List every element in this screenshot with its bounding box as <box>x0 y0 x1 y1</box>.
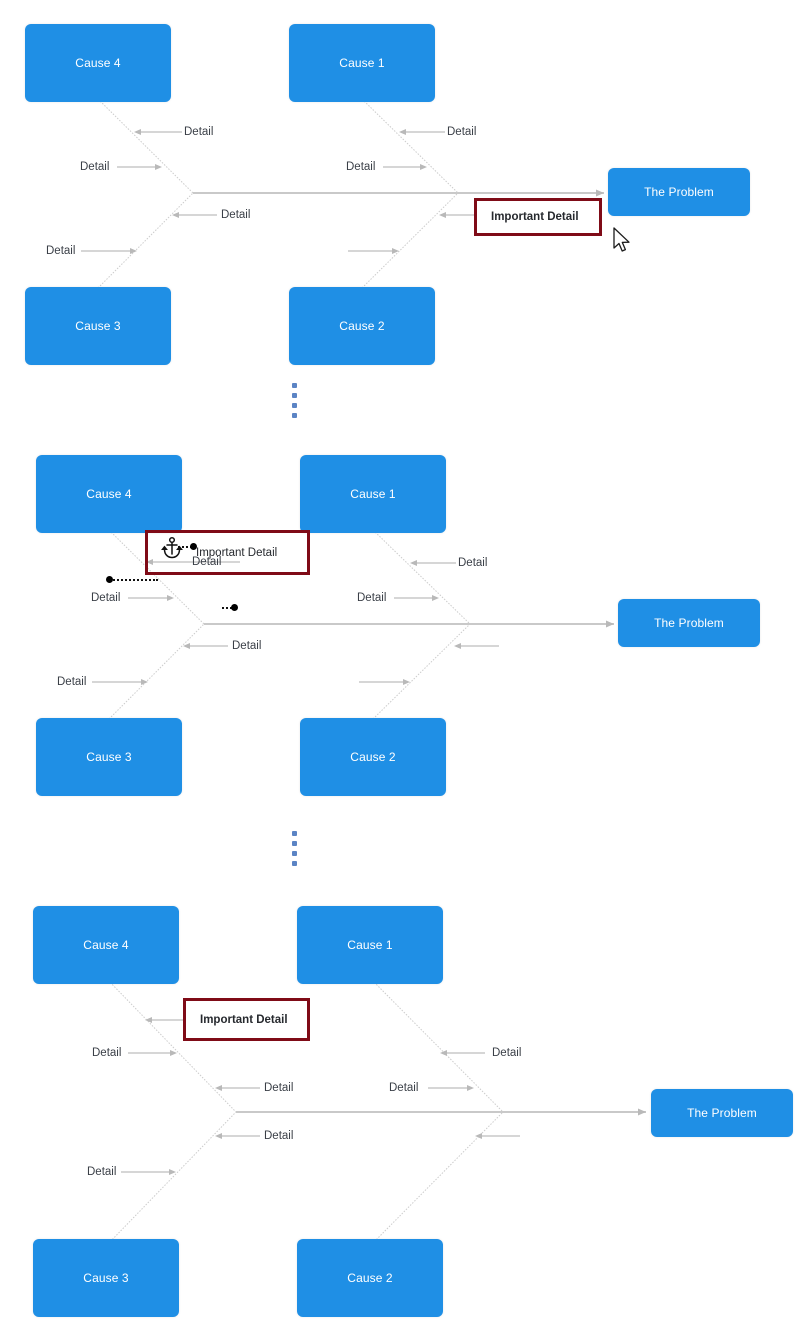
important-detail-label: Important Detail <box>196 546 278 559</box>
important-detail-label: Important Detail <box>200 1013 288 1026</box>
node-cause-2[interactable]: Cause 2 <box>289 287 435 365</box>
separator-dot <box>291 413 297 418</box>
node-label: Cause 2 <box>347 1271 393 1285</box>
separator-dot <box>291 861 297 866</box>
detail-label[interactable]: Detail <box>264 1082 294 1094</box>
node-label: Cause 1 <box>339 56 385 70</box>
detail-label[interactable]: Detail <box>492 1047 522 1059</box>
detail-label[interactable]: Detail <box>87 1166 117 1178</box>
node-cause-1[interactable]: Cause 1 <box>300 455 446 533</box>
separator-dot <box>291 383 297 388</box>
drag-handle-dot-source[interactable] <box>106 576 113 583</box>
node-label: Cause 3 <box>86 750 132 764</box>
detail-label[interactable]: Detail <box>447 126 477 138</box>
detail-label[interactable]: Detail <box>57 676 87 688</box>
detail-label[interactable]: Detail <box>92 1047 122 1059</box>
node-cause-3[interactable]: Cause 3 <box>36 718 182 796</box>
section-separator-1 <box>291 383 297 418</box>
separator-dot <box>291 831 297 836</box>
detail-label[interactable]: Detail <box>184 126 214 138</box>
node-label: Cause 4 <box>75 56 121 70</box>
section-separator-2 <box>291 831 297 866</box>
detail-label[interactable]: Detail <box>46 245 76 257</box>
node-label: Cause 1 <box>350 487 396 501</box>
node-cause-3[interactable]: Cause 3 <box>33 1239 179 1317</box>
detail-label[interactable]: Detail <box>232 640 262 652</box>
fishbone-section-before[interactable]: Cause 4 Cause 1 Cause 3 Cause 2 The Prob… <box>0 0 805 370</box>
node-cause-2[interactable]: Cause 2 <box>297 1239 443 1317</box>
fishbone-skeleton-before <box>81 98 604 289</box>
node-the-problem[interactable]: The Problem <box>651 1089 793 1137</box>
drag-connector-line <box>222 607 232 609</box>
node-label: The Problem <box>654 616 724 630</box>
drag-connector-line <box>178 546 192 548</box>
important-detail-label: Important Detail <box>491 211 579 223</box>
important-detail-callout[interactable]: Important Detail <box>183 998 310 1041</box>
node-label: Cause 2 <box>350 750 396 764</box>
detail-label[interactable]: Detail <box>346 161 376 173</box>
node-the-problem[interactable]: The Problem <box>608 168 750 216</box>
node-cause-2[interactable]: Cause 2 <box>300 718 446 796</box>
node-label: Cause 1 <box>347 938 393 952</box>
node-the-problem[interactable]: The Problem <box>618 599 760 647</box>
important-detail-callout-drag-preview[interactable]: Important Detail <box>145 530 310 575</box>
important-detail-callout[interactable]: Important Detail <box>474 198 602 236</box>
drag-handle-dot-anchor[interactable] <box>190 543 197 550</box>
detail-label[interactable]: Detail <box>192 556 222 568</box>
fishbone-skeleton-after <box>105 977 646 1247</box>
drag-handle-dot-target[interactable] <box>231 604 238 611</box>
node-cause-1[interactable]: Cause 1 <box>289 24 435 102</box>
node-label: Cause 3 <box>75 319 121 333</box>
detail-label[interactable]: Detail <box>357 592 387 604</box>
node-cause-4[interactable]: Cause 4 <box>36 455 182 533</box>
fishbone-section-dragging[interactable]: Cause 4 Cause 1 Cause 3 Cause 2 The Prob… <box>0 430 805 810</box>
detail-label[interactable]: Detail <box>80 161 110 173</box>
node-label: Cause 4 <box>83 938 129 952</box>
node-label: The Problem <box>687 1106 757 1120</box>
drag-connector-line <box>110 579 158 581</box>
fishbone-skeleton-dragging <box>92 529 614 720</box>
node-cause-3[interactable]: Cause 3 <box>25 287 171 365</box>
detail-label[interactable]: Detail <box>389 1082 419 1094</box>
fishbone-section-after[interactable]: Cause 4 Cause 1 Cause 3 Cause 2 The Prob… <box>0 890 805 1338</box>
node-label: Cause 2 <box>339 319 385 333</box>
separator-dot <box>291 393 297 398</box>
node-label: Cause 3 <box>83 1271 129 1285</box>
detail-label[interactable]: Detail <box>91 592 121 604</box>
node-cause-4[interactable]: Cause 4 <box>25 24 171 102</box>
separator-dot <box>291 851 297 856</box>
node-label: Cause 4 <box>86 487 132 501</box>
detail-label[interactable]: Detail <box>221 209 251 221</box>
node-cause-1[interactable]: Cause 1 <box>297 906 443 984</box>
detail-label[interactable]: Detail <box>458 557 488 569</box>
detail-label[interactable]: Detail <box>264 1130 294 1142</box>
separator-dot <box>291 841 297 846</box>
node-label: The Problem <box>644 185 714 199</box>
separator-dot <box>291 403 297 408</box>
node-cause-4[interactable]: Cause 4 <box>33 906 179 984</box>
